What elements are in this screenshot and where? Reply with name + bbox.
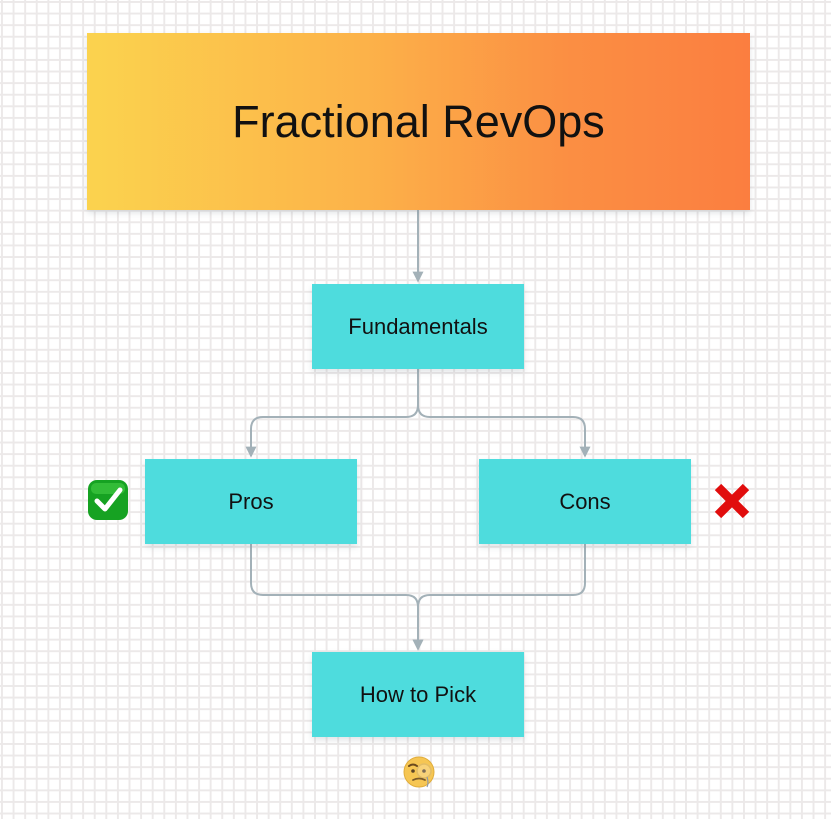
node-cons-label: Cons [559,488,611,514]
node-fractional-revops[interactable]: Fractional RevOps [87,33,750,210]
edge-fundamentals-to-pros [245,369,419,458]
edge-cons-to-howtopick [412,544,586,651]
edge-pros-to-howtopick [250,544,424,651]
edge-fundamentals-to-cons [417,369,591,458]
node-title-label: Fractional RevOps [232,95,605,147]
node-cons[interactable]: Cons [479,459,691,544]
cross-mark-icon [711,480,753,522]
node-fundamentals-label: Fundamentals [348,313,488,339]
node-pros-label: Pros [228,488,274,514]
node-how-to-pick-label: How to Pick [359,681,477,707]
node-how-to-pick[interactable]: How to Pick [312,652,524,737]
white-check-mark-icon [87,479,129,521]
face-with-monocle-icon [402,755,436,789]
node-pros[interactable]: Pros [145,459,357,544]
node-fundamentals[interactable]: Fundamentals [312,284,524,369]
